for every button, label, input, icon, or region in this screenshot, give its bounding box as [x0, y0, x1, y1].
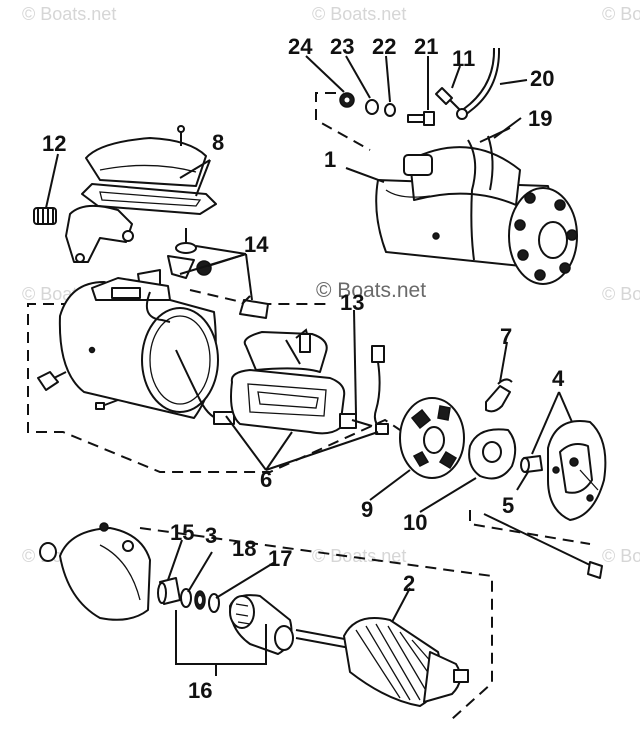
callout-1: 1: [324, 147, 336, 172]
callout-23: 23: [330, 34, 354, 59]
callout-20: 20: [530, 66, 554, 91]
callout-21: 21: [414, 34, 438, 59]
callout-6: 6: [260, 467, 272, 492]
callout-16: 16: [188, 678, 212, 703]
watermark: © Boats.net: [22, 4, 116, 24]
callout-14: 14: [244, 232, 269, 257]
insulator-plate-10: [468, 428, 517, 480]
watermark: © Boats.net: [312, 4, 406, 24]
callout-3: 3: [205, 523, 217, 548]
callout-4: 4: [552, 366, 565, 391]
callout-22: 22: [372, 34, 396, 59]
callout-13: 13: [340, 290, 364, 315]
watermark: © Boats.net: [602, 4, 640, 24]
drive-end-housing: [39, 522, 151, 621]
brush-lead-13: [339, 345, 389, 435]
callout-5: 5: [502, 493, 514, 518]
watermark: © Boats.net: [602, 546, 640, 566]
commutator-end-frame-4: [547, 420, 607, 521]
callout-12: 12: [42, 131, 66, 156]
starter-motor-assembly: [375, 135, 578, 285]
spring: [33, 207, 57, 225]
callout-9: 9: [361, 497, 373, 522]
callout-18: 18: [232, 536, 256, 561]
leader-lines: [45, 55, 573, 676]
callout-10: 10: [403, 510, 427, 535]
field-frame-6: [37, 277, 235, 425]
callout-labels: 1 2 3 4 5 6 7 8 9 10 11 12 13 14 15 16 1…: [42, 34, 565, 703]
field-coils: [230, 328, 346, 435]
drive-pinion: [229, 594, 294, 655]
callout-2: 2: [403, 571, 415, 596]
callout-19: 19: [528, 106, 552, 131]
callout-7: 7: [500, 324, 512, 349]
watermark-center: © Boats.net: [316, 279, 426, 302]
hardware-set: [339, 47, 511, 143]
callout-11: 11: [452, 46, 475, 71]
callout-17: 17: [268, 546, 292, 571]
solenoid-cover-group: [33, 125, 217, 263]
watermarks: © Boats.net © Boats.net © Boats.net © Bo…: [22, 4, 640, 566]
watermark: © Boats.net: [602, 284, 640, 304]
armature-2: [295, 617, 469, 707]
bushing-5: [520, 455, 543, 473]
through-bolt: [483, 513, 603, 579]
callout-8: 8: [212, 130, 224, 155]
callout-24: 24: [288, 34, 313, 59]
shaft-rings: [157, 577, 220, 613]
brush-spring-clip-7: [485, 378, 513, 413]
brush-holder-9: [399, 397, 465, 479]
callout-15: 15: [170, 520, 194, 545]
